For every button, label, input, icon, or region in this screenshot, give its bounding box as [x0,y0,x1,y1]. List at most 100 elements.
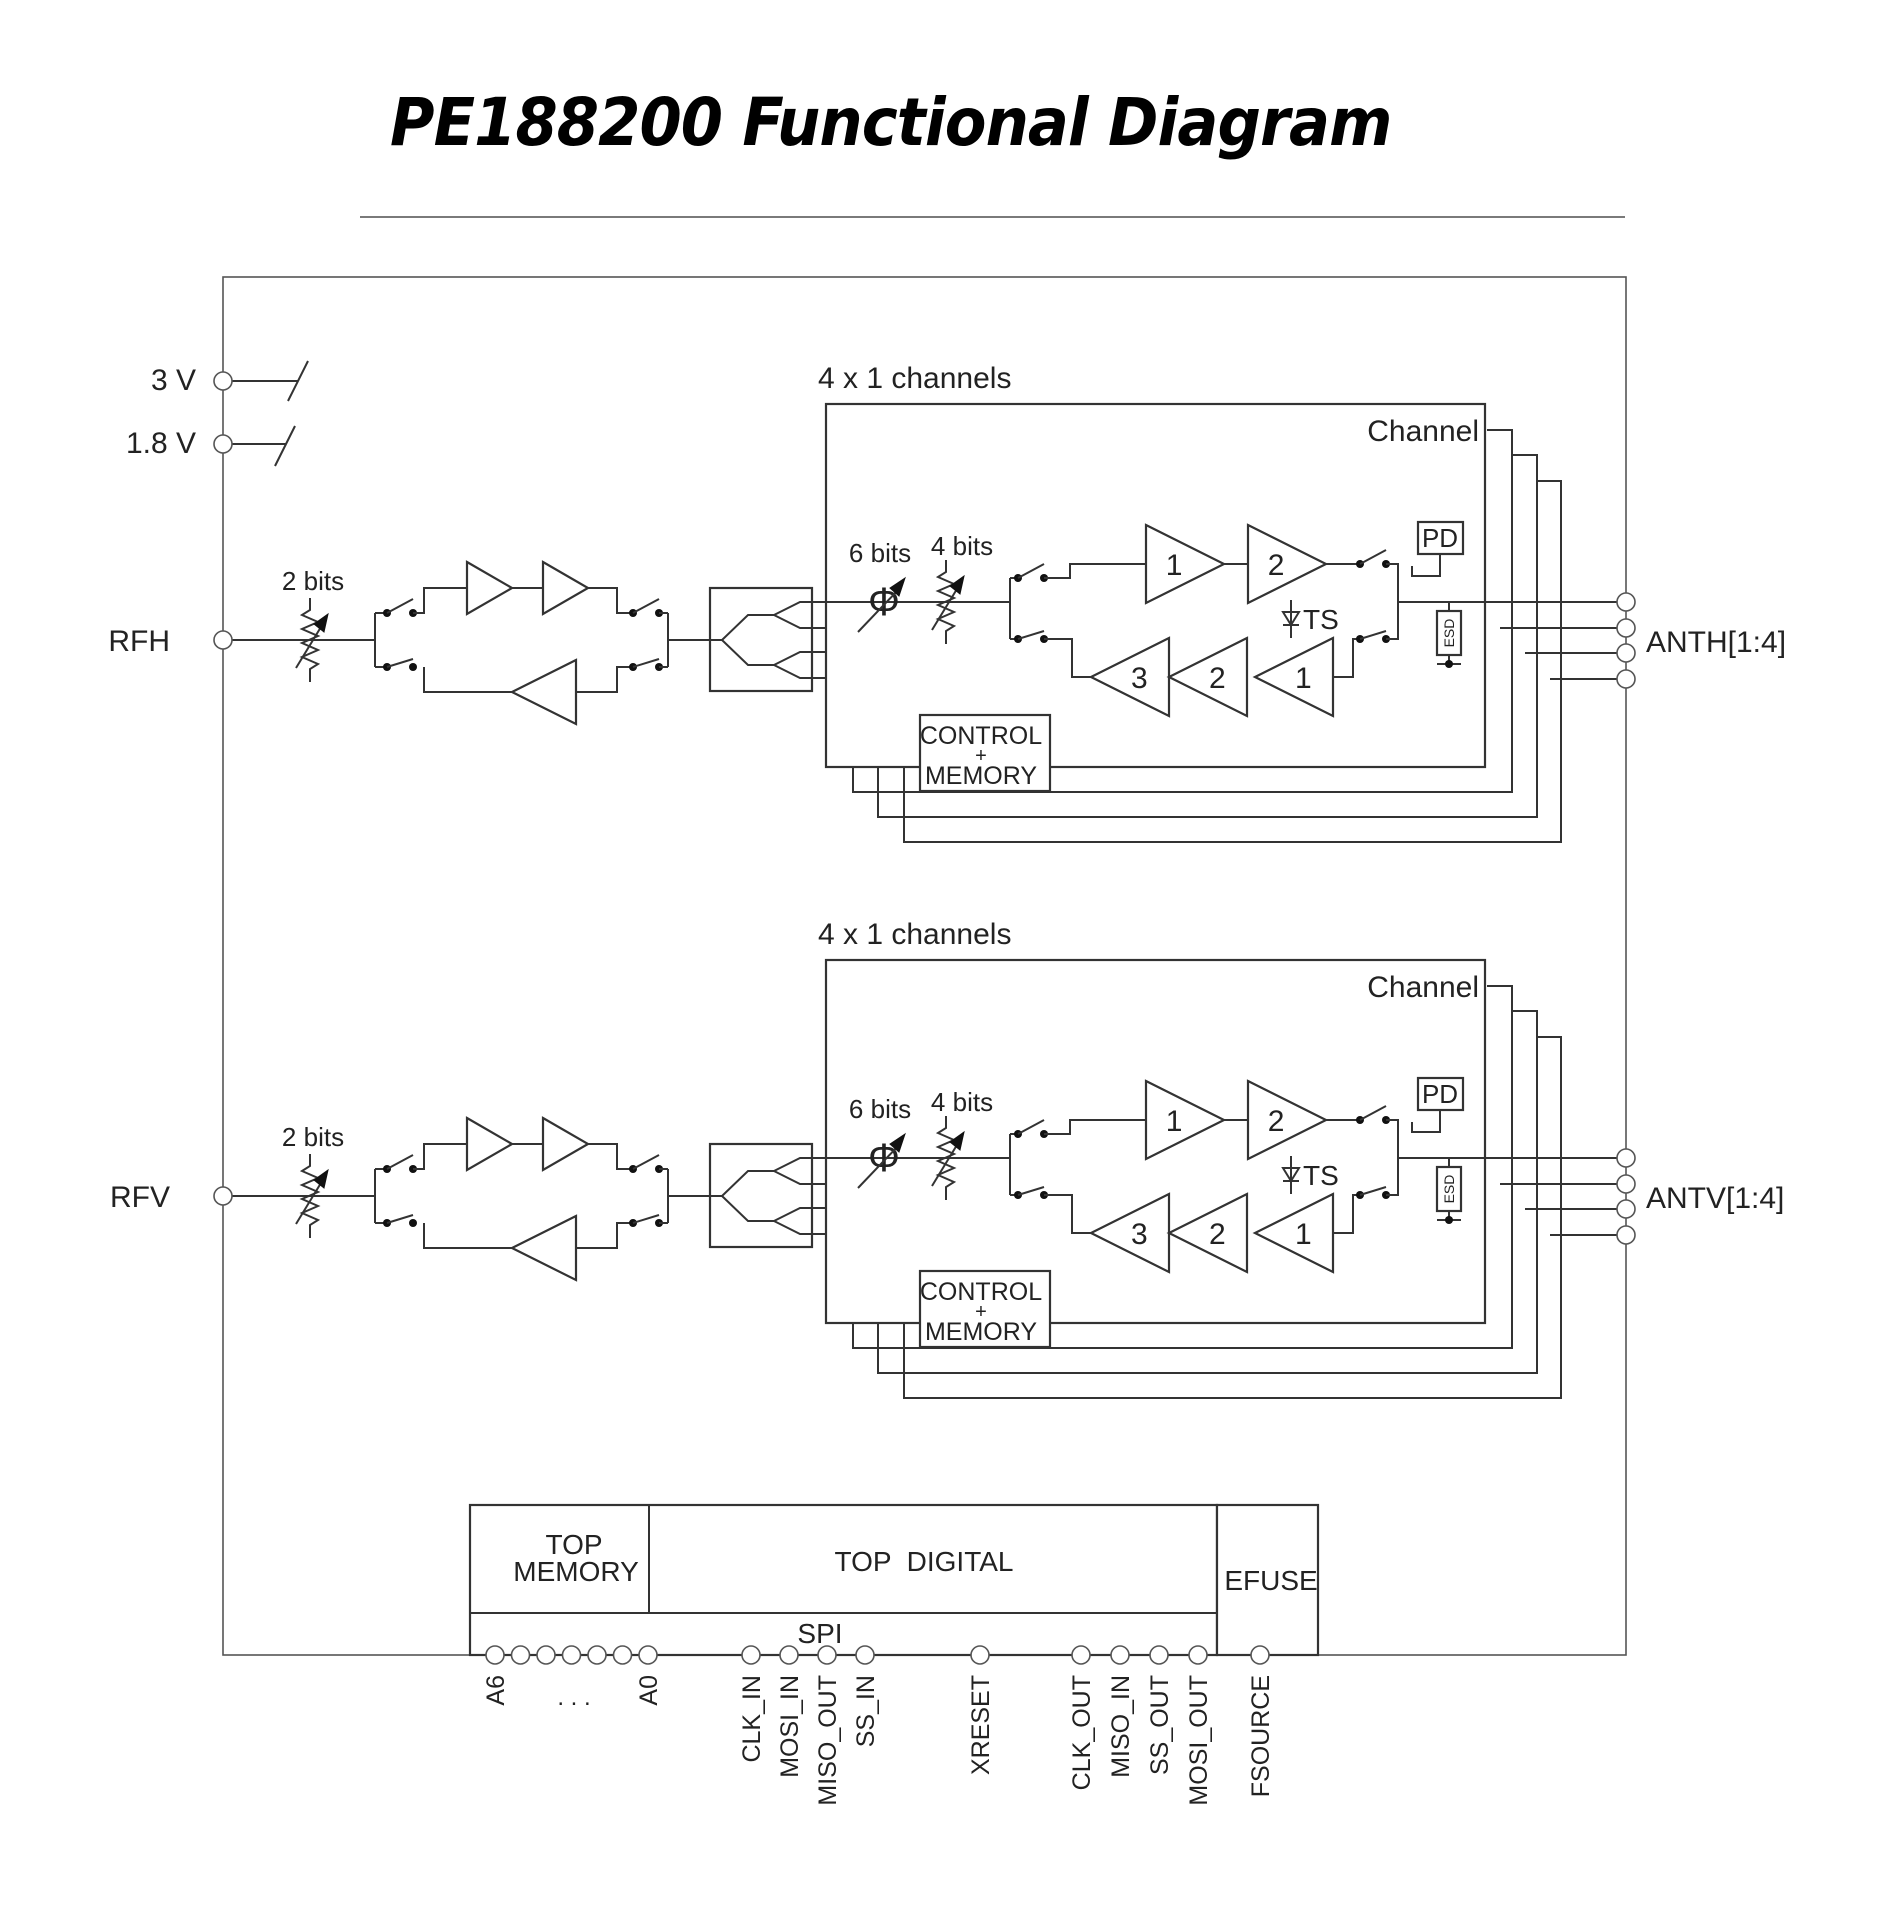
spi-out-pin-mosi-out[interactable] [1188,1645,1208,1665]
channel-rx-switch-icon [1017,630,1045,640]
wire [423,667,512,693]
spi-in-pin-clk-in[interactable] [741,1645,761,1665]
resistor-zigzag [299,598,321,682]
antenna-pin-3[interactable] [1616,643,1636,663]
reset-pin-label: XRESET [967,1675,995,1775]
channel-rx-switch-icon [1017,1186,1045,1196]
amplifier-label: 3 [1131,662,1148,695]
arrow-head-icon [889,576,906,597]
amplifier-label: 2 [1209,1218,1226,1251]
antenna-pin-1[interactable] [1616,1148,1636,1168]
channel-label: Channel [1367,415,1479,448]
rx-driver-amp-icon [509,658,578,726]
address-pin-a6[interactable] [485,1645,505,1665]
spi-in-pin-mosi-in-label: MOSI_IN [776,1675,804,1778]
splitter-branch [721,1170,774,1197]
splitter-branch [773,614,812,629]
splitter-branch [773,651,812,666]
phase-shifter-label: 6 bits [849,538,911,568]
amplifier-label: 2 [1209,662,1226,695]
wire [576,666,633,693]
antenna-pin-2[interactable] [1616,618,1636,638]
splitter-branch [721,614,774,641]
address-pin-a1[interactable] [612,1645,633,1665]
arrow-head-icon [949,574,965,595]
diode-triangle [1281,611,1301,627]
pin-3v[interactable] [213,371,233,391]
antenna-pin-3[interactable] [1616,1199,1636,1219]
arrow-head-icon [313,1168,329,1189]
address-pin-a5[interactable] [510,1645,531,1665]
phase-shifter-icon: Φ [857,576,906,633]
bus-slash-icon [287,360,309,402]
channel-stack-outline-1 [852,985,1513,1349]
antenna-pin-2[interactable] [1616,1174,1636,1194]
channels-group-label: 4 x 1 channels [818,918,1011,951]
channel-attenuator-icon [931,1116,965,1200]
wire [588,1143,633,1170]
splitter-branch [773,1170,812,1185]
tx-input-switch-icon [386,598,414,614]
memory-label: MEMORY [925,762,1037,790]
pa-stage-2-icon [1246,1079,1329,1161]
esd-block [1435,1165,1463,1213]
power-supply-3v: 3 V [151,360,309,402]
amplifier-label: 1 [1295,1218,1312,1251]
control-label: CONTROL [920,1278,1042,1306]
address-pin-a2[interactable] [587,1645,607,1665]
reset-pin[interactable] [970,1645,990,1665]
efuse-pin[interactable] [1250,1645,1270,1665]
amplifier-label: 1 [1166,549,1183,582]
top-memory-label-2: MEMORY [513,1556,639,1587]
wire [413,1143,467,1170]
spi-out-pin-miso-in-label: MISO_IN [1107,1675,1135,1778]
spi-in-pin-mosi-in[interactable] [779,1645,799,1665]
rx-output-switch-icon [386,1214,414,1224]
power-detector-block [1416,520,1465,556]
amplifier-label: 1 [1166,1105,1183,1138]
wire [576,1222,633,1249]
spi-out-pin-ss-out[interactable] [1149,1645,1169,1665]
input-attenuator-icon [295,598,329,682]
resistor-zigzag [299,1154,321,1238]
splitter-branch [773,1207,812,1222]
splitter-branch [773,601,812,616]
tx-driver-amp-2-icon [541,1116,591,1172]
spi-in-pin-miso-out[interactable] [817,1645,837,1665]
efuse-pin-label: FSOURCE [1247,1675,1275,1797]
power-detector-label: PD [1422,1079,1458,1109]
temperature-sensor-icon [1281,600,1301,638]
rx-driver-amp-icon [509,1214,578,1282]
spi-in-pin-ss-in[interactable] [855,1645,875,1665]
channel-stack-outline-2 [877,1010,1538,1374]
spi-out-pin-clk-out-label: CLK_OUT [1068,1675,1096,1790]
spi-out-pin-miso-in[interactable] [1110,1645,1130,1665]
antenna-pin-4[interactable] [1616,669,1636,689]
power-detector-block [1416,1076,1465,1112]
rf-input-pin[interactable] [213,630,233,650]
wire [1044,1119,1146,1135]
antenna-pin-4[interactable] [1616,1225,1636,1245]
address-pin-a3[interactable] [561,1645,582,1665]
spi-out-pin-clk-out[interactable] [1071,1645,1091,1665]
address-pin-a4[interactable] [536,1645,556,1665]
arrow-head-icon [313,612,329,633]
control-memory-block [918,713,1052,793]
rf-input-pin[interactable] [213,1186,233,1206]
phase-shifter-label: 6 bits [849,1094,911,1124]
spi-in-pin-ss-in-label: SS_IN [852,1675,880,1747]
power-label-1v8: 1.8 V [126,427,196,460]
arrow-head-icon [889,1132,906,1153]
pin-1v8[interactable] [213,434,233,454]
rx-output-switch-icon [386,658,414,668]
top-digital-frame [468,1503,1219,1657]
attenuator-label: 4 bits [931,1087,993,1117]
antenna-pin-1[interactable] [1616,592,1636,612]
splitter-branch [773,1157,812,1172]
esd-label: ESD [1441,1175,1457,1204]
address-pin-a0[interactable] [638,1645,658,1665]
resistor-zigzag [935,1116,957,1200]
input-attenuator-label: 2 bits [282,1122,344,1152]
